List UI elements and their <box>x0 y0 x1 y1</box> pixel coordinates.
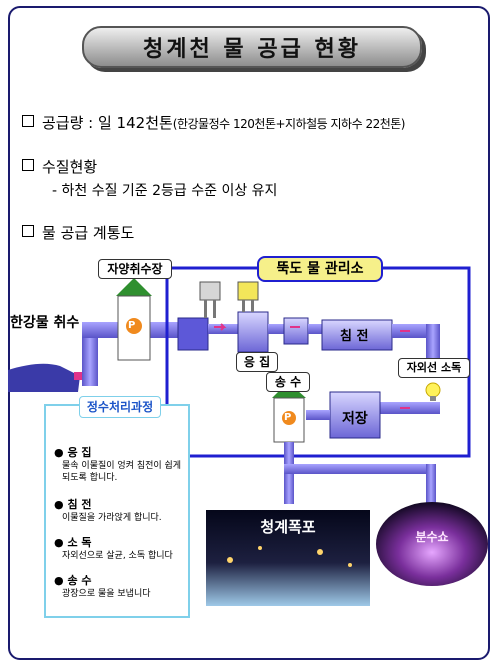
coagulation-label: 응 집 <box>236 352 278 372</box>
pipe-segment <box>308 324 322 334</box>
outer-frame <box>8 6 490 660</box>
checkbox-icon <box>22 159 34 171</box>
intake-marker <box>74 372 82 380</box>
uv-disinfection-label: 자외선 소독 <box>398 358 470 378</box>
inlet-basin <box>177 317 209 351</box>
step-sedimentation-desc: 이물질을 가라앉게 합니다. <box>62 513 162 523</box>
sedimentation-tank <box>321 319 393 351</box>
flow-bullet: 물 공급 계통도 <box>22 222 134 243</box>
step-transmission-desc: 광장으로 물을 보냅니다 <box>62 589 151 599</box>
process-panel-title: 정수처리과정 <box>79 396 161 418</box>
waterfall-photo <box>206 510 370 606</box>
mixing-tank <box>283 317 309 345</box>
pipe-segment <box>426 324 440 366</box>
pipe-segment <box>268 324 284 334</box>
pipe-segment <box>392 324 434 338</box>
pipe-segment <box>284 464 434 474</box>
page-title: 청계천 물 공급 현황 <box>143 37 361 62</box>
intake-station-label: 자양취수장 <box>98 259 172 279</box>
quality-bullet: 수질현황 <box>22 156 97 177</box>
supply-detail: (한강물정수 120천톤+지하철등 지하수 22천톤) <box>172 117 406 131</box>
han-river <box>8 363 80 392</box>
checkbox-icon <box>22 115 34 127</box>
step-coagulation-desc: 물속 이물질이 엉켜 침전이 쉽게 되도록 합니다. <box>62 461 182 483</box>
step-coagulation-name: ● 응 집 <box>54 446 92 459</box>
flow-arrow <box>214 323 227 331</box>
chemical-feeder-yellow <box>237 281 259 312</box>
step-disinfection-name: ● 소 독 <box>54 536 92 549</box>
transmission-pump-icon <box>282 411 296 425</box>
transmission-pump-letter: P <box>284 412 292 423</box>
checkbox-icon <box>22 225 34 237</box>
pipe-segment <box>426 464 436 506</box>
intake-pump-icon <box>126 318 142 334</box>
pipe-segment <box>82 338 98 386</box>
intake-roof <box>116 278 152 296</box>
title-banner: 청계천 물 공급 현황 <box>82 26 422 68</box>
uv-lamp-icon <box>425 382 441 401</box>
han-river-intake-label: 한강물 취수 <box>10 315 80 331</box>
fountain-photo <box>376 502 488 586</box>
storage-tank <box>329 391 381 439</box>
flow-title: 물 공급 계통도 <box>42 224 135 242</box>
process-panel: 정수처리과정 ● 응 집 물속 이물질이 엉켜 침전이 쉽게 되도록 합니다. … <box>44 396 190 618</box>
quality-label: 수질현황 <box>42 158 98 176</box>
intake-pump-letter: P <box>128 320 136 331</box>
waterfall-label: 청계폭포 <box>260 518 316 536</box>
supply-bullet: 공급량 : 일 142천톤(한강물정수 120천톤+지하철등 지하수 22천톤) <box>22 112 405 133</box>
pipe-segment <box>306 410 330 420</box>
step-sedimentation-name: ● 침 전 <box>54 498 92 511</box>
step-disinfection-desc: 자외선으로 살균, 소독 합니다 <box>62 551 173 561</box>
management-office-label: 뚝도 물 관리소 <box>257 256 383 282</box>
sedimentation-label: 침 전 <box>340 329 369 344</box>
supply-label: 공급량 : 일 142천톤 <box>42 114 173 132</box>
coagulation-tank <box>237 311 269 353</box>
fountain-label: 분수쇼 <box>415 530 449 544</box>
step-transmission-name: ● 송 수 <box>54 574 92 587</box>
storage-label: 저장 <box>342 411 368 427</box>
quality-detail: - 하천 수질 기준 2등급 수준 이상 유지 <box>52 183 278 199</box>
waterfall-lights <box>227 546 352 567</box>
transmission-label: 송 수 <box>266 372 310 392</box>
chemical-feeder-gray <box>199 281 221 318</box>
